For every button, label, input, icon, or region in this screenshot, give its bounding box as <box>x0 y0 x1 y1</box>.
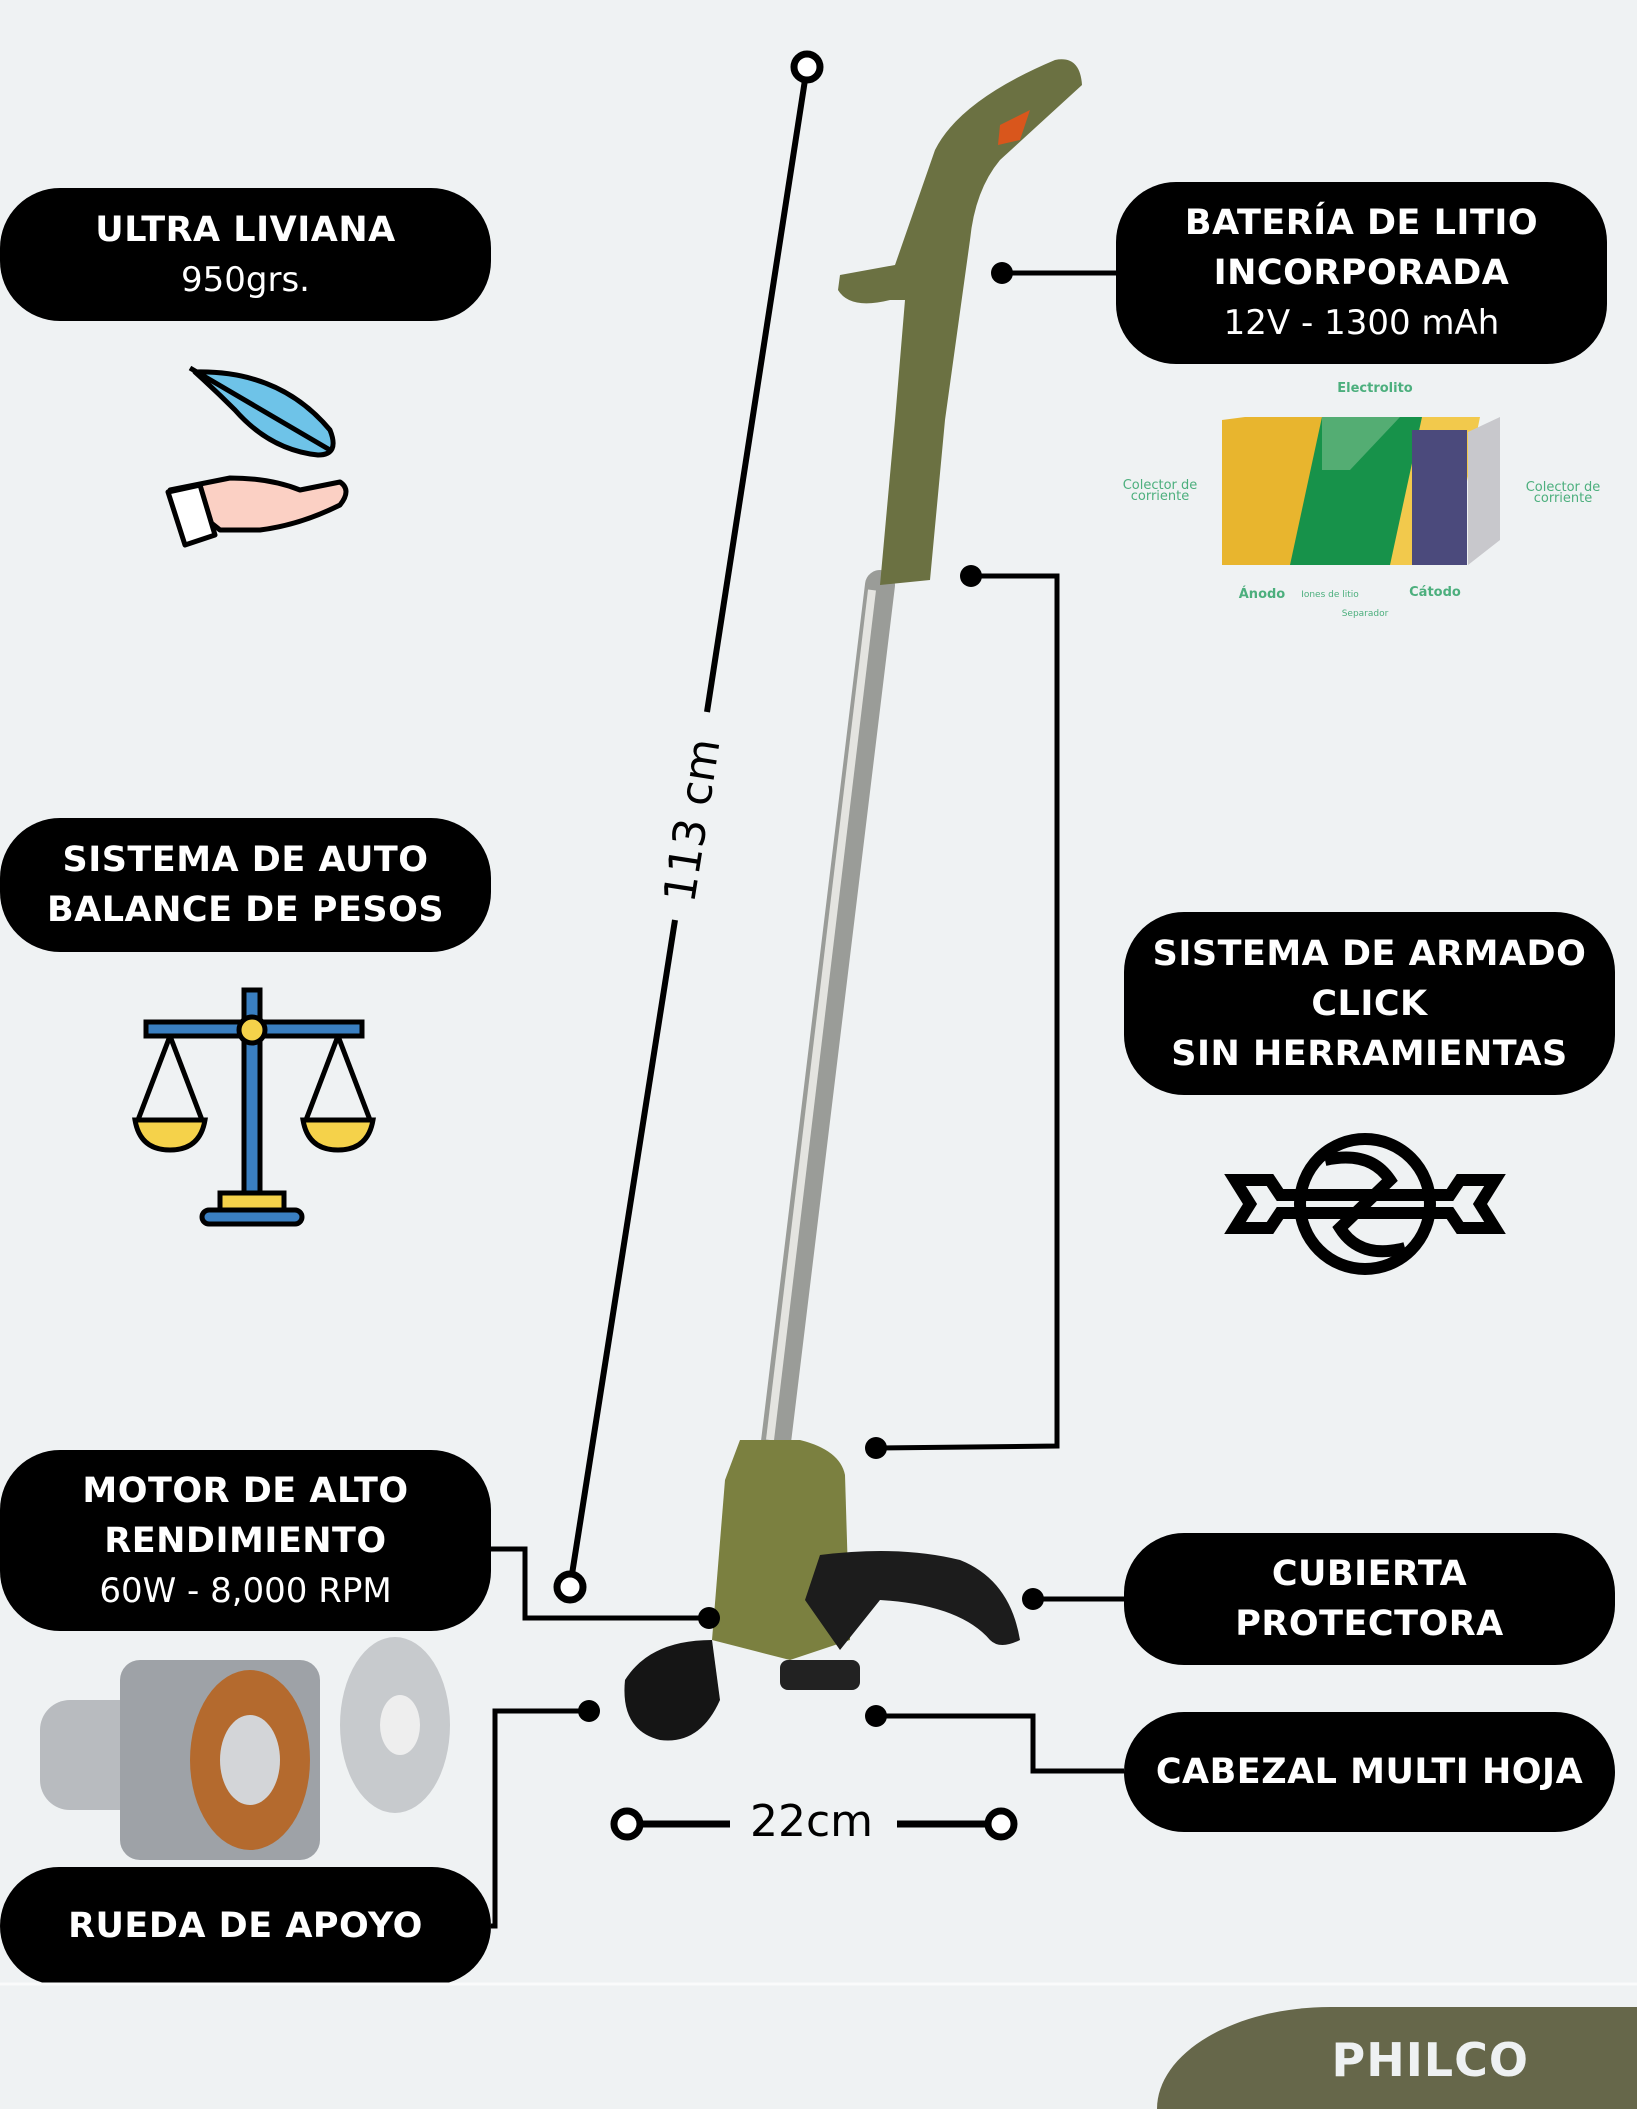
label-separador: Separador <box>1342 609 1389 619</box>
feature-title: ULTRA LIVIANA <box>95 209 396 250</box>
feature-title: BALANCE DE PESOS <box>46 890 445 930</box>
feature-title: SISTEMA DE AUTO <box>62 840 429 880</box>
label-colector-right-2: corriente <box>1534 491 1593 506</box>
label-anodo: Ánodo <box>1239 586 1286 602</box>
feature-motor: MOTOR DE ALTO RENDIMIENTO 60W - 8,000 RP… <box>0 1450 491 1631</box>
callout-lines <box>491 270 1124 1929</box>
width-label: 22cm <box>750 1796 874 1847</box>
battery-diagram: Electrolito Colector de corriente Colect… <box>1123 381 1601 619</box>
wrench-click-icon <box>1224 1133 1506 1275</box>
feature-bateria: BATERÍA DE LITIO INCORPORADA 12V - 1300 … <box>1116 182 1607 364</box>
trimmer-product <box>624 59 1082 1741</box>
feature-rueda: RUEDA DE APOYO <box>0 1867 491 1985</box>
feature-title: RENDIMIENTO <box>104 1520 387 1561</box>
feature-title: SISTEMA DE ARMADO <box>1152 933 1587 974</box>
feature-armado: SISTEMA DE ARMADO CLICK SIN HERRAMIENTAS <box>1124 912 1615 1095</box>
label-iones: Iones de litio <box>1301 590 1359 600</box>
feature-auto-balance: SISTEMA DE AUTO BALANCE DE PESOS <box>0 818 491 952</box>
motor-image <box>40 1637 450 1860</box>
feature-title: RUEDA DE APOYO <box>68 1906 423 1946</box>
feature-cabezal: CABEZAL MULTI HOJA <box>1124 1712 1615 1832</box>
feature-cubierta: CUBIERTA PROTECTORA <box>1124 1533 1615 1665</box>
feature-ultra-liviana: ULTRA LIVIANA 950grs. <box>0 188 491 321</box>
width-dimension <box>610 1807 1018 1841</box>
feature-title: INCORPORADA <box>1213 253 1510 293</box>
label-colector-left-1: Colector de <box>1123 478 1198 493</box>
brand-band <box>1157 2007 1637 2109</box>
callout-dots <box>578 262 1044 1727</box>
feature-sub: 60W - 8,000 RPM <box>99 1570 392 1611</box>
feature-sub: 12V - 1300 mAh <box>1223 303 1500 343</box>
feature-title: CABEZAL MULTI HOJA <box>1155 1752 1584 1792</box>
feather-hand-icon <box>165 365 349 548</box>
height-dimension <box>553 50 824 1604</box>
philco-logo: PHILCO <box>1331 2033 1529 2087</box>
feature-sub: 950grs. <box>181 259 310 300</box>
feature-title: PROTECTORA <box>1235 1604 1504 1644</box>
label-colector-right-1: Colector de <box>1526 480 1601 495</box>
feature-title: CLICK <box>1311 983 1428 1024</box>
balance-scale-icon <box>132 987 376 1227</box>
label-catodo: Cátodo <box>1409 585 1461 600</box>
feature-title: BATERÍA DE LITIO <box>1184 203 1539 243</box>
feature-title: MOTOR DE ALTO <box>82 1470 409 1511</box>
label-electrolito: Electrolito <box>1337 381 1413 396</box>
feature-title: CUBIERTA <box>1271 1554 1468 1594</box>
label-colector-left-2: corriente <box>1131 489 1190 504</box>
feature-title: SIN HERRAMIENTAS <box>1171 1033 1568 1074</box>
